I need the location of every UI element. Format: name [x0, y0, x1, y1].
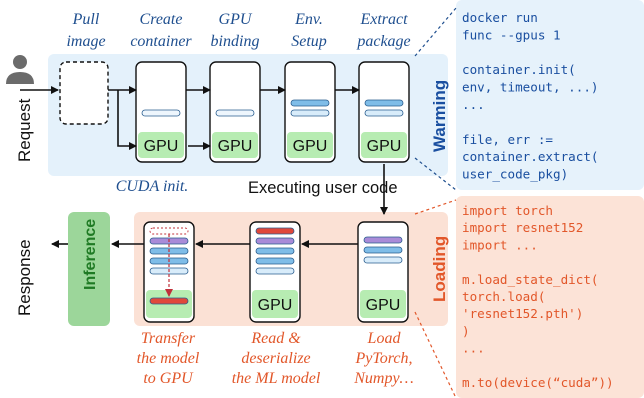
- gpu-label: GPU: [366, 297, 401, 314]
- stage-label-line2: deserialize: [241, 350, 310, 367]
- code-line: docker run: [462, 10, 538, 25]
- layer-bar: [290, 99, 330, 107]
- layer-bar: [363, 246, 403, 254]
- stage-label-line2: PyTorch,: [354, 350, 412, 367]
- code-line: container.extract(: [462, 149, 598, 164]
- user-icon: [6, 55, 34, 84]
- stage-label-line3: to GPU: [143, 370, 194, 387]
- code-line: import torch: [462, 203, 553, 218]
- layer-bar: [290, 109, 330, 117]
- warming-connector-bottom: [414, 157, 457, 191]
- stage-label-line2: package: [356, 33, 410, 50]
- library-layer: [255, 237, 295, 245]
- gpu-label: GPU: [258, 297, 293, 314]
- stage-label-line1: Pull: [72, 11, 100, 28]
- stage-label-line2: binding: [211, 33, 260, 50]
- gpu-label: GPU: [218, 138, 253, 155]
- layer-bar: [363, 256, 403, 264]
- code-line: 'resnet152.pth'): [462, 306, 583, 321]
- gpu-chip: [252, 290, 298, 318]
- layer-bar: [255, 257, 295, 265]
- code-line: import resnet152: [462, 220, 583, 235]
- code-line: m.to(device(“cuda”)): [462, 375, 614, 390]
- gpu-label: GPU: [367, 138, 402, 155]
- layer-bar: [364, 109, 404, 117]
- stage-label-line2: the model: [137, 350, 200, 367]
- stage-label-line3: the ML model: [232, 370, 321, 387]
- stage-label-line2: image: [66, 33, 105, 50]
- request-label: Request: [15, 98, 34, 162]
- gpu-label: GPU: [144, 138, 179, 155]
- cuda-init-label: CUDA init.: [116, 178, 189, 195]
- code-line: ...: [462, 97, 485, 112]
- loading-label: Loading: [430, 236, 449, 302]
- stage-label-line2: Setup: [291, 33, 327, 50]
- warming-code-panel: [456, 0, 644, 190]
- stage-label-line1: Transfer: [141, 330, 196, 347]
- layer-bar: [255, 267, 295, 275]
- layer-bar: [255, 247, 295, 255]
- gpu-chip: [361, 132, 407, 158]
- stage-label-line3: Numpy…: [353, 370, 414, 387]
- gpu-chip: [287, 132, 333, 158]
- executing-user-code-label: Executing user code: [248, 179, 398, 197]
- empty-layer: [215, 109, 255, 117]
- stage-label-line1: Create: [140, 11, 183, 28]
- cuda-branch-arrow: [117, 90, 137, 150]
- inference-label: Inference: [82, 219, 99, 290]
- stage-label-line2: container: [130, 33, 192, 50]
- model-layer-on-gpu: [149, 297, 189, 305]
- code-line: m.load_state_dict(: [462, 272, 598, 287]
- layer-bar: [364, 99, 404, 107]
- pull-image-box: [59, 61, 109, 125]
- loading-connector-bottom: [414, 311, 457, 398]
- warming-connector-top: [414, 7, 457, 57]
- code-line: import ...: [462, 237, 538, 252]
- warming-label: Warming: [430, 80, 449, 152]
- code-line: ...: [462, 341, 485, 356]
- gpu-label: GPU: [293, 138, 328, 155]
- stage-label-line1: Load: [367, 330, 402, 347]
- stage-label-line1: Read &: [250, 330, 301, 347]
- empty-layer: [141, 109, 181, 117]
- stage-label-line1: Extract: [359, 11, 408, 28]
- inference-box: [68, 212, 110, 326]
- model-layer-moved: [149, 227, 189, 235]
- gpu-chip: [360, 290, 406, 318]
- code-line: file, err :=: [462, 132, 553, 147]
- code-line: func --gpus 1: [462, 27, 561, 42]
- code-line: torch.load(: [462, 289, 545, 304]
- stage-label-line1: GPU: [219, 11, 253, 28]
- loading-connector-top: [414, 199, 457, 215]
- stage-label-line1: Env.: [294, 11, 323, 28]
- model-layer: [255, 227, 295, 235]
- code-line: env, timeout, ...): [462, 80, 598, 95]
- library-layer: [363, 236, 403, 244]
- gpu-chip: [212, 132, 258, 158]
- response-label: Response: [15, 239, 34, 316]
- code-line: user_code_pkg): [462, 167, 568, 182]
- loading-code-panel: [456, 196, 644, 398]
- code-line: ): [462, 323, 470, 338]
- code-line: container.init(: [462, 62, 576, 77]
- gpu-chip: [138, 132, 184, 158]
